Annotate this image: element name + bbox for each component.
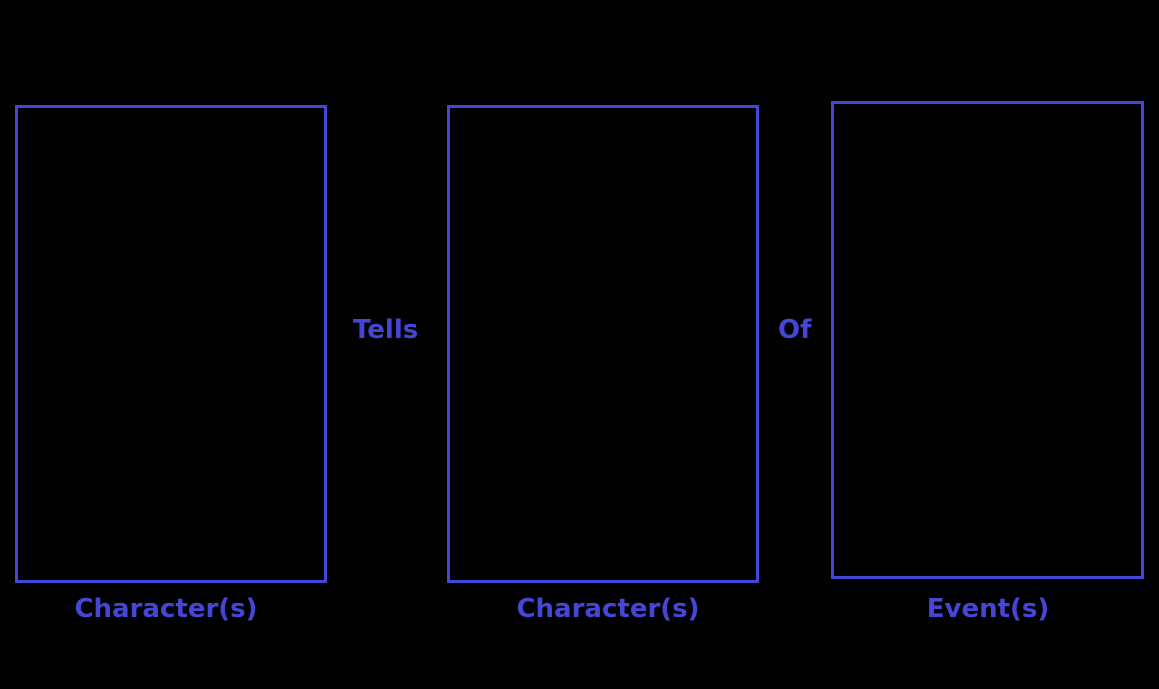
character-box-1 xyxy=(15,105,327,583)
character-box-2-label: Character(s) xyxy=(516,594,700,624)
connector-of: Of xyxy=(778,315,812,345)
event-box-label: Event(s) xyxy=(926,594,1050,624)
event-box xyxy=(831,101,1144,579)
connector-tells: Tells xyxy=(353,315,419,345)
character-box-2 xyxy=(447,105,759,583)
character-box-1-label: Character(s) xyxy=(74,594,258,624)
